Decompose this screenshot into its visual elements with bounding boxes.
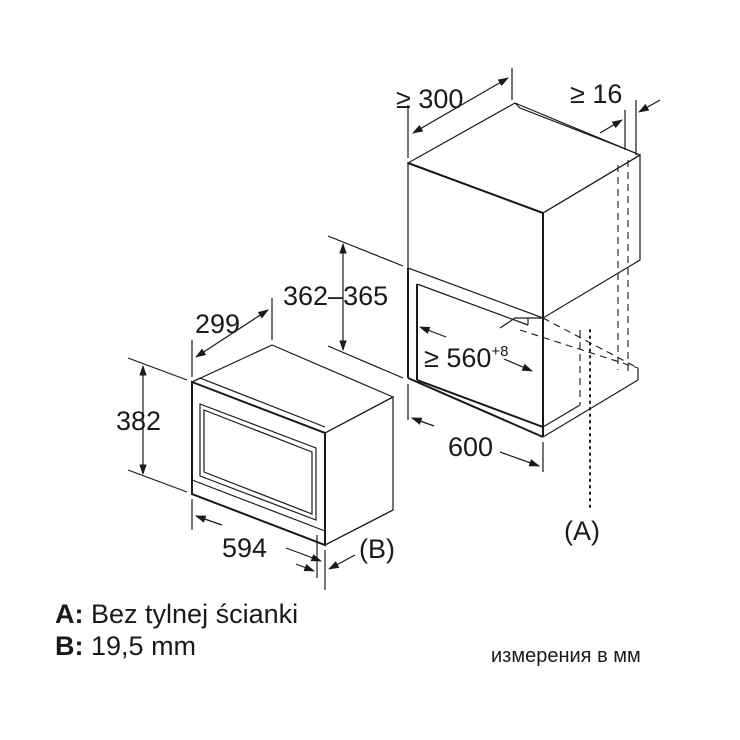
appliance-depth-label: 299 — [195, 309, 240, 339]
opening-height-label: 362–365 — [283, 281, 388, 311]
niche-width-label: 600 — [448, 432, 493, 462]
reference-b-label: (B) — [359, 534, 395, 564]
hidden-edges — [519, 160, 639, 405]
dimension-lines — [127, 68, 661, 590]
units-note: измерения в мм — [491, 645, 641, 667]
legend-b-key: B: — [55, 631, 84, 661]
wall-gap-label: ≥ 16 — [570, 79, 622, 109]
legend: A: Bez tylnej ścianki B: 19,5 mm — [55, 598, 298, 662]
upper-cabinet — [406, 102, 642, 320]
appliance-width-label: 594 — [222, 533, 267, 563]
built-in-appliance — [190, 344, 395, 547]
inner-width-tolerance: +8 — [491, 343, 508, 360]
legend-item-a: A: Bez tylnej ścianki — [55, 598, 298, 630]
appliance-height-label: 382 — [116, 406, 161, 436]
reference-a-label: (A) — [564, 516, 600, 546]
legend-a-text: Bez tylnej ścianki — [91, 599, 299, 629]
cabinet-niche — [406, 102, 642, 438]
niche-depth-label: ≥ 300 — [396, 84, 463, 114]
legend-item-b: B: 19,5 mm — [55, 630, 298, 662]
legend-b-text: 19,5 mm — [91, 631, 197, 661]
inner-width-label: ≥ 560+8 — [424, 343, 508, 373]
inner-width-value: ≥ 560 — [424, 343, 491, 373]
legend-a-key: A: — [55, 599, 84, 629]
